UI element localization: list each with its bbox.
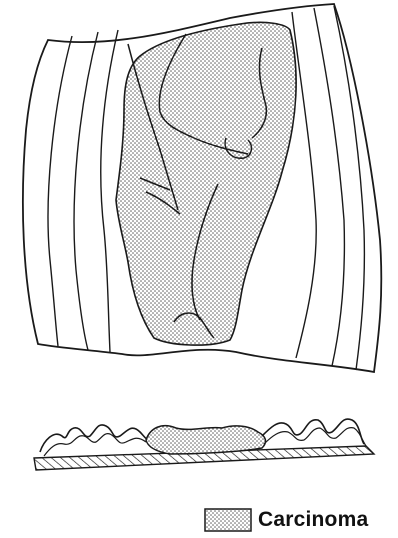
cross-section-carcinoma <box>146 426 265 454</box>
cross-section-view <box>34 419 374 470</box>
cross-section-folds-right-inner <box>264 428 366 446</box>
legend: Carcinoma <box>204 505 368 535</box>
mucosal-surface-view <box>23 4 381 372</box>
carcinoma-legend-label: Carcinoma <box>258 508 368 532</box>
carcinoma-legend-swatch <box>204 508 252 532</box>
cross-section-folds-left-inner <box>44 434 146 456</box>
